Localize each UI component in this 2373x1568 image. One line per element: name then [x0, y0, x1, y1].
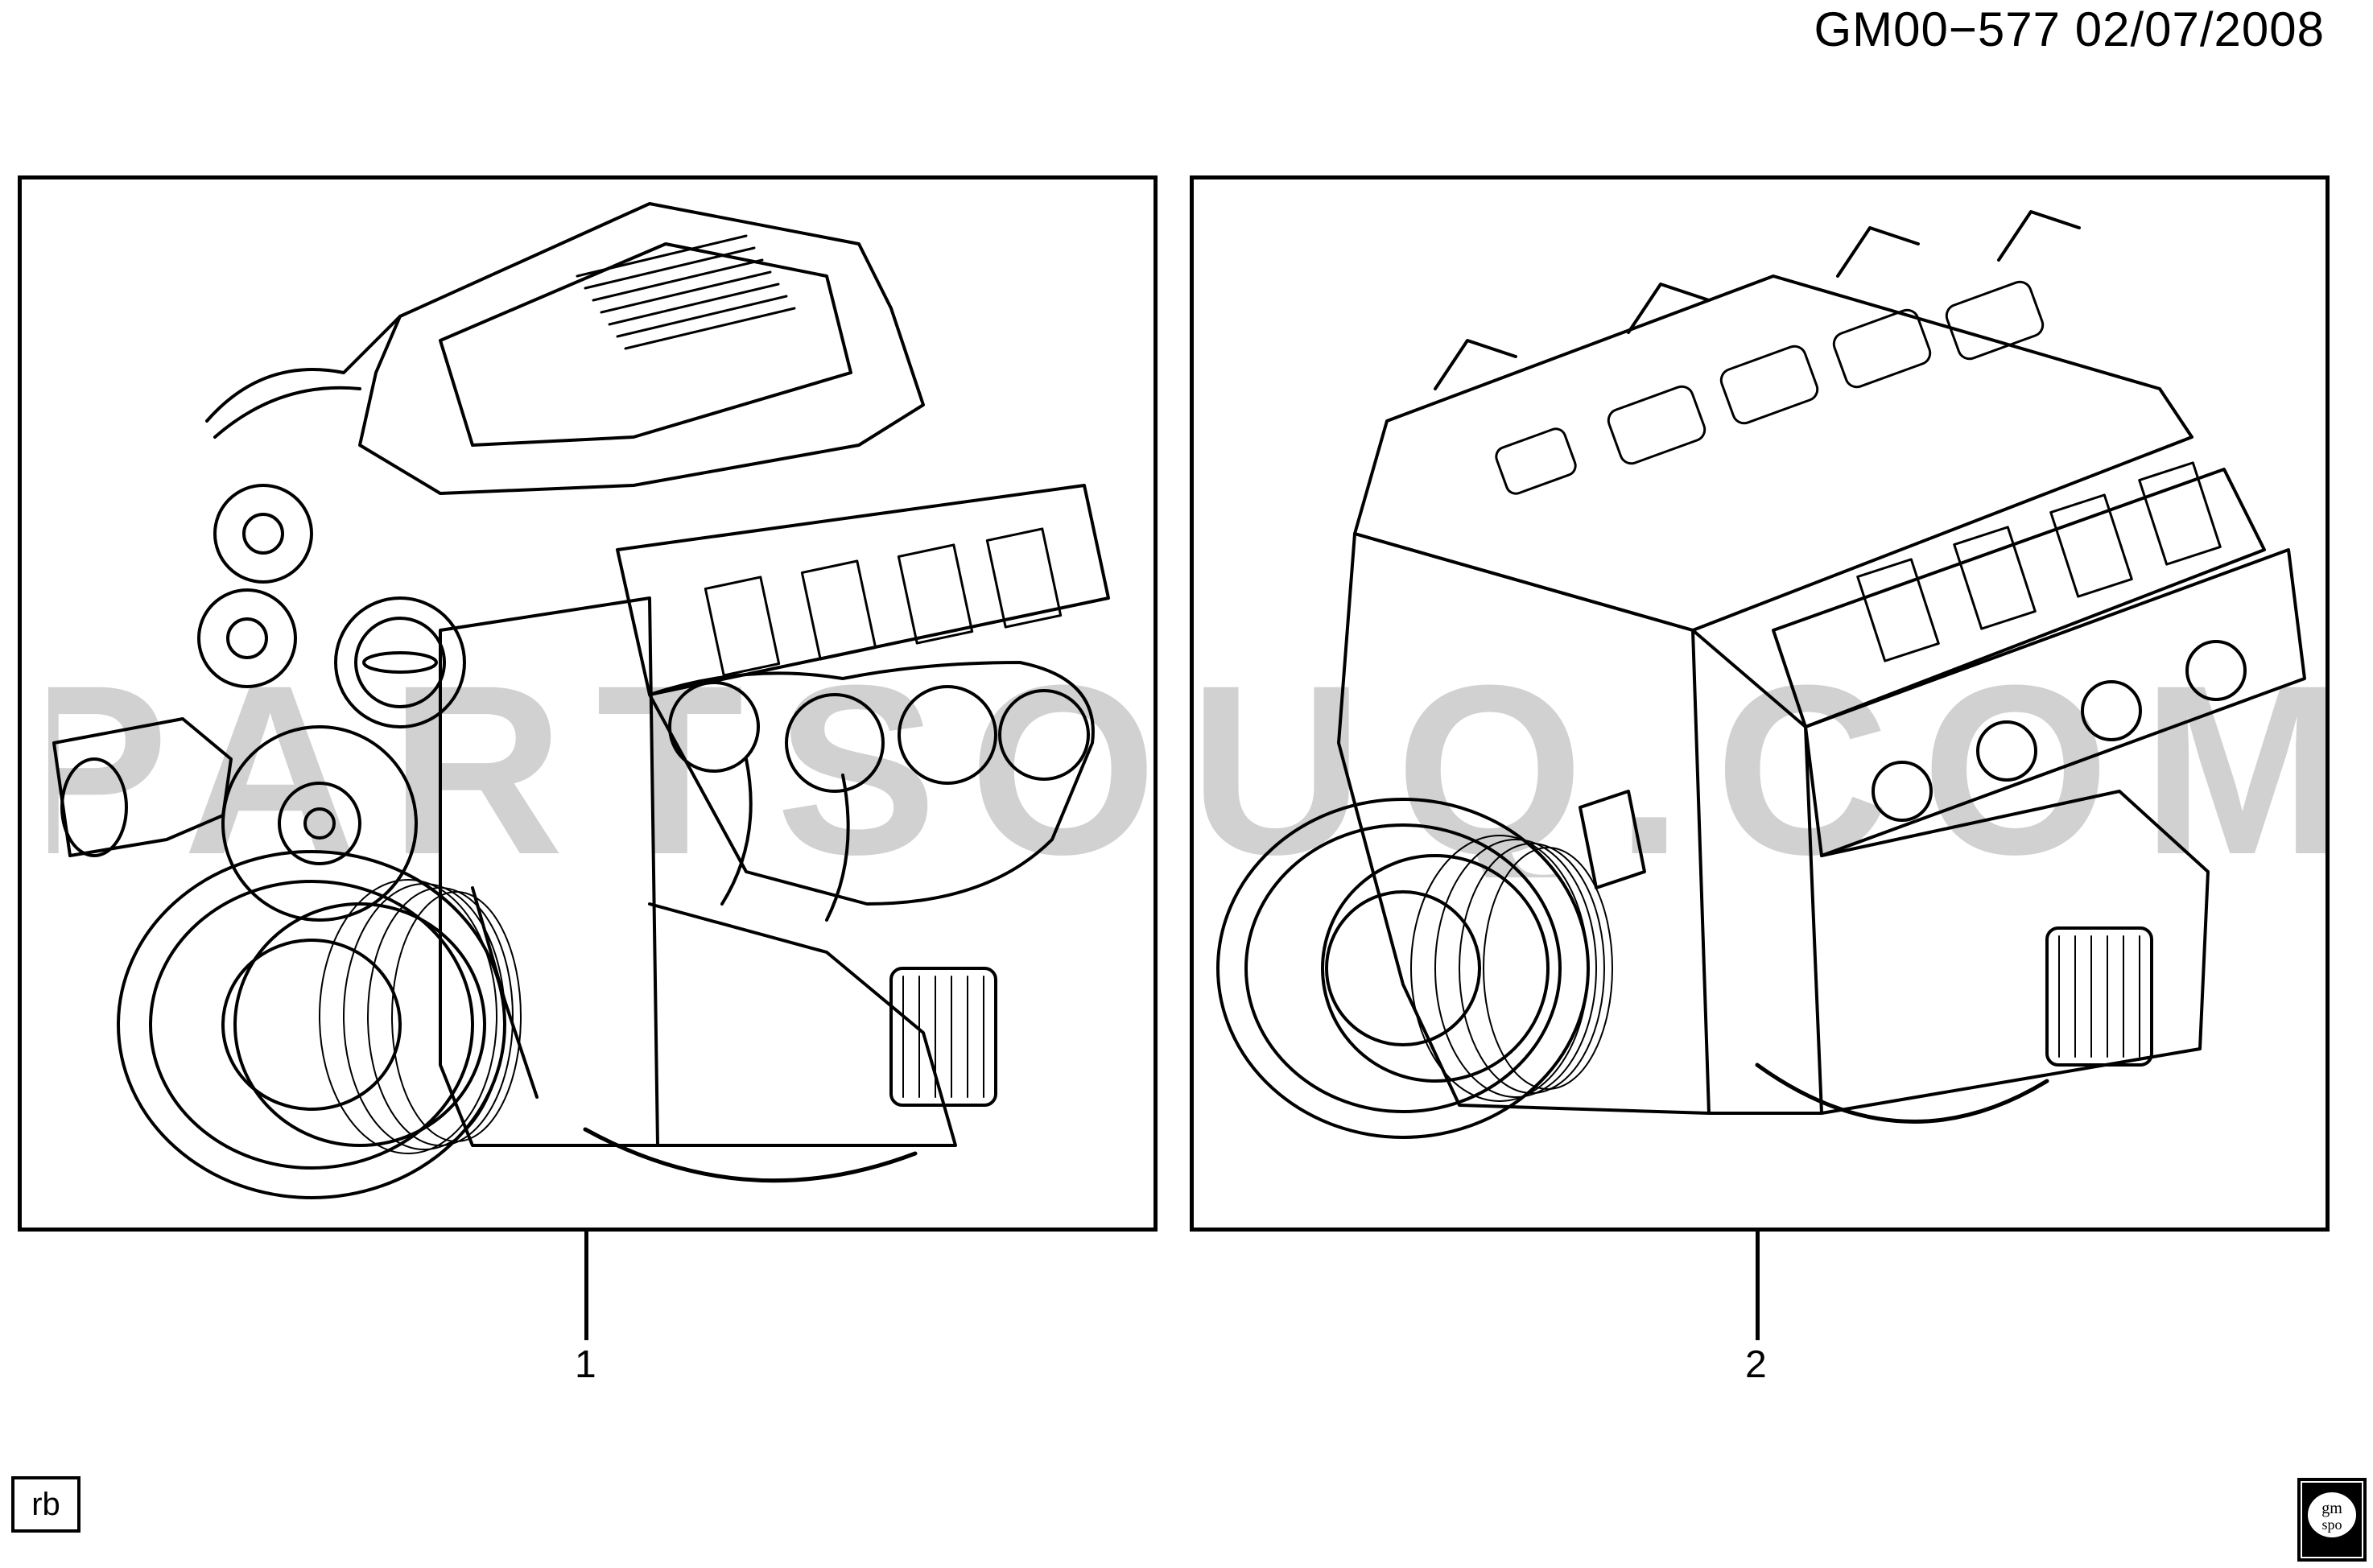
rb-stamp: rb: [11, 1476, 80, 1533]
engine-assembly-panel-1[interactable]: [18, 175, 1158, 1232]
diagram-code: GM00−577 02/07/2008: [1814, 2, 2325, 56]
svg-text:gm: gm: [2321, 1500, 2342, 1517]
callout-leader-2: [1756, 1229, 1760, 1340]
callout-number-1[interactable]: 1: [575, 1343, 596, 1386]
engine-1-illustration: [52, 202, 1110, 1199]
callout-leader-1: [584, 1229, 588, 1340]
callout-number-2[interactable]: 2: [1745, 1343, 1767, 1386]
engine-assembly-panel-2[interactable]: [1190, 175, 2330, 1232]
svg-text:spo: spo: [2321, 1516, 2342, 1533]
engine-2-illustration: [1216, 210, 2306, 1139]
gm-spo-logo: gm spo: [2297, 1478, 2367, 1562]
